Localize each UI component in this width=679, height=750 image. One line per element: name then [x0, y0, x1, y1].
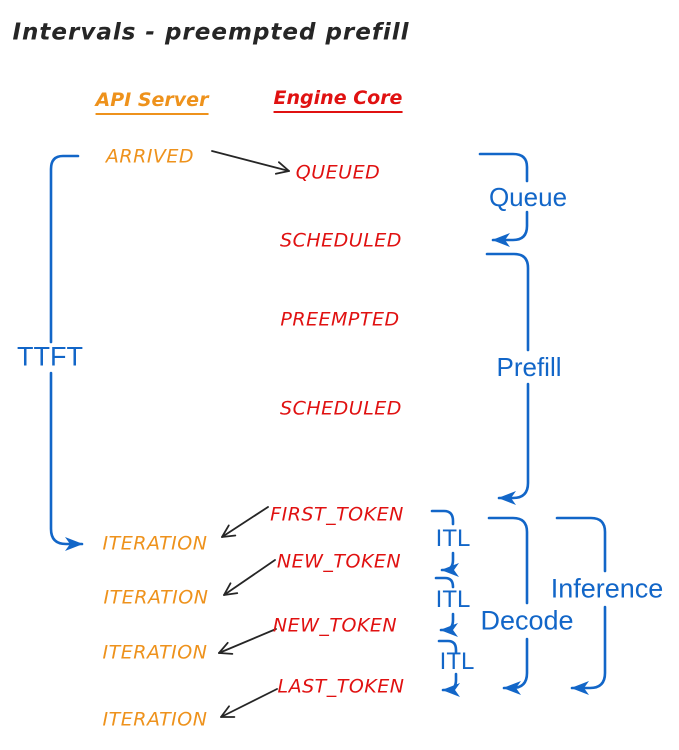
itl2-arrow	[439, 612, 458, 637]
arrow-arrived-to-queued	[211, 150, 290, 175]
decode-bracket-bottom-arrow	[502, 637, 529, 695]
inference-bracket-top	[555, 516, 607, 573]
interval-label-itl-3: ITL	[439, 648, 475, 675]
event-new-token-1: NEW_TOKEN	[276, 550, 402, 573]
event-iteration-2: ITERATION	[103, 586, 209, 609]
arrow-newtoken1-to-iteration2	[223, 559, 276, 596]
interval-label-queue: Queue	[488, 182, 568, 212]
event-new-token-2: NEW_TOKEN	[272, 614, 398, 637]
event-first-token: FIRST_TOKEN	[270, 503, 404, 526]
column-header-engine-core: Engine Core	[273, 89, 403, 113]
queue-bracket-bottom-arrow	[491, 210, 529, 247]
itl3-arrow	[441, 672, 460, 697]
event-queued: QUEUED	[295, 161, 381, 184]
event-iteration-4: ITERATION	[102, 708, 208, 731]
itl1-arrow	[440, 551, 459, 577]
event-iteration-3: ITERATION	[102, 641, 208, 664]
queue-bracket-top	[478, 152, 529, 183]
event-arrived: ARRIVED	[105, 145, 195, 168]
column-header-api-server: API Server	[95, 91, 209, 115]
ttft-bracket-top	[49, 154, 80, 344]
interval-label-itl-2: ITL	[435, 586, 471, 613]
arrow-newtoken2-to-iteration3	[218, 628, 277, 655]
prefill-bracket-top	[485, 252, 530, 352]
ttft-bracket-bottom-arrow	[49, 371, 84, 551]
event-preempted: PREEMPTED	[280, 308, 400, 331]
event-scheduled-1: SCHEDULED	[280, 229, 402, 252]
itl1-bracket-top	[430, 509, 455, 526]
interval-label-itl-1: ITL	[435, 525, 471, 552]
interval-label-inference: Inference	[550, 573, 664, 604]
interval-label-ttft: TTFT	[17, 341, 83, 372]
event-scheduled-2: SCHEDULED	[280, 397, 402, 420]
itl3-bracket-top	[437, 639, 458, 654]
interval-label-decode: Decode	[480, 605, 574, 636]
page-title: Intervals - preempted prefill	[12, 19, 410, 46]
arrow-lasttoken-to-iteration4	[220, 688, 278, 718]
event-iteration-1: ITERATION	[102, 532, 208, 555]
prefill-bracket-bottom-arrow	[497, 382, 530, 505]
event-last-token: LAST_TOKEN	[277, 675, 405, 698]
decode-bracket-top	[487, 516, 529, 605]
interval-label-prefill: Prefill	[496, 352, 562, 382]
itl2-bracket-top	[434, 576, 455, 589]
inference-bracket-bottom-arrow	[570, 605, 607, 695]
arrow-firsttoken-to-iteration1	[221, 506, 269, 538]
